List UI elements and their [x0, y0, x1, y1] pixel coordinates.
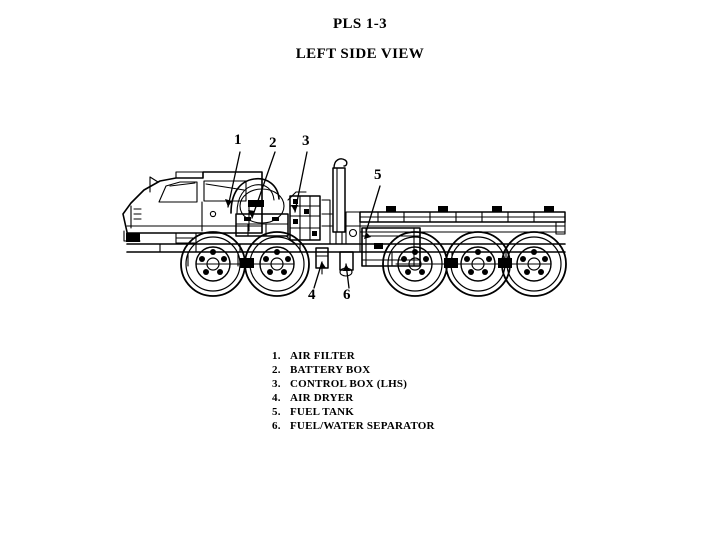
wheel-front-2 [244, 231, 310, 297]
leader-arrow-2 [248, 210, 255, 218]
legend-item-number: 3. [272, 378, 281, 390]
cab-roof-edge [175, 171, 204, 179]
door-handle [209, 210, 217, 218]
air-filter-duct-inner [236, 184, 275, 214]
control-box-knob-2 [304, 209, 309, 214]
page-title: PLS 1-3 LEFT SIDE VIEW [0, 14, 720, 64]
fuel-tank [361, 227, 421, 267]
hook-arm-pivot [345, 211, 361, 245]
exhaust-base [335, 231, 343, 245]
legend-item-label: CONTROL BOX (LHS) [290, 378, 408, 390]
control-pipe-1 [287, 191, 307, 201]
legend-item-number: 2. [272, 364, 281, 376]
exhaust-rain-cap [333, 158, 348, 169]
callout-number-6: 6 [343, 287, 351, 303]
legend-item: 1. AIR FILTER [272, 349, 435, 363]
exhaust-stack [332, 167, 346, 233]
mirror-arm [149, 176, 159, 193]
control-box-knob-4 [312, 231, 317, 236]
bumper-block [126, 233, 140, 242]
control-box-lhs [289, 195, 321, 241]
callout-number-5: 5 [374, 167, 382, 183]
wheel-rear-2 [445, 231, 511, 297]
rear-deck-end [555, 221, 566, 235]
leader-arrow-1 [225, 199, 232, 207]
wheel-rear-3 [501, 231, 567, 297]
deck-stake-4 [544, 206, 554, 212]
callout-number-4: 4 [308, 287, 316, 303]
windshield-highlight [169, 182, 196, 187]
legend-item-label: FUEL TANK [290, 406, 355, 418]
legend-item-label: AIR FILTER [290, 350, 355, 362]
leader-line-1 [227, 151, 241, 208]
title-line-1: PLS 1-3 [332, 16, 388, 32]
leader-line-3 [294, 151, 308, 213]
control-box-knob-3 [293, 219, 298, 224]
leader-arrow-3 [291, 205, 298, 212]
legend-item-number: 1. [272, 350, 281, 362]
legend-item-label: FUEL/WATER SEPARATOR [290, 420, 435, 432]
callout-number-1: 1 [234, 132, 242, 148]
legend-item-number: 5. [272, 406, 281, 418]
leader-arrow-6 [343, 264, 350, 271]
leader-arrow-4 [319, 262, 326, 269]
legend-item: 2. BATTERY BOX [272, 363, 435, 377]
door-window [203, 180, 247, 202]
title-line-2: LEFT SIDE VIEW [295, 46, 425, 62]
leader-line-2 [251, 151, 276, 219]
leader-line-5 [365, 185, 381, 233]
control-pipe-3 [321, 199, 331, 245]
legend-item: 5. FUEL TANK [272, 405, 435, 419]
air-filter-label [248, 200, 264, 207]
legend-list: 1. AIR FILTER 2. BATTERY BOX 3. CONTROL BOX… [272, 349, 435, 433]
deck-stake-2 [438, 206, 448, 212]
spring-block-1 [240, 258, 254, 268]
legend-item-number: 6. [272, 420, 281, 432]
deck-stake-3 [492, 206, 502, 212]
legend-item: 3. CONTROL BOX (LHS) [272, 377, 435, 391]
deck-stake-1 [386, 206, 396, 212]
legend-item-label: AIR DRYER [290, 392, 354, 404]
wheel-rear-1 [382, 231, 448, 297]
battery-latch-1 [244, 217, 251, 221]
air-filter-duct-outer [230, 177, 280, 214]
leader-arrow-5 [364, 232, 371, 239]
legend-item-number: 4. [272, 392, 281, 404]
cab-body [122, 171, 263, 234]
windshield [158, 181, 198, 203]
legend-item-label: BATTERY BOX [290, 364, 371, 376]
callout-number-3: 3 [302, 133, 310, 149]
battery-latch-2 [272, 217, 279, 221]
legend-item: 6. FUEL/WATER SEPARATOR [272, 419, 435, 433]
fuel-tank-cap [374, 243, 383, 249]
legend-item: 4. AIR DRYER [272, 391, 435, 405]
hook-pivot-pin [348, 228, 358, 238]
callout-number-2: 2 [269, 135, 277, 151]
control-box-knob-1 [293, 199, 298, 204]
